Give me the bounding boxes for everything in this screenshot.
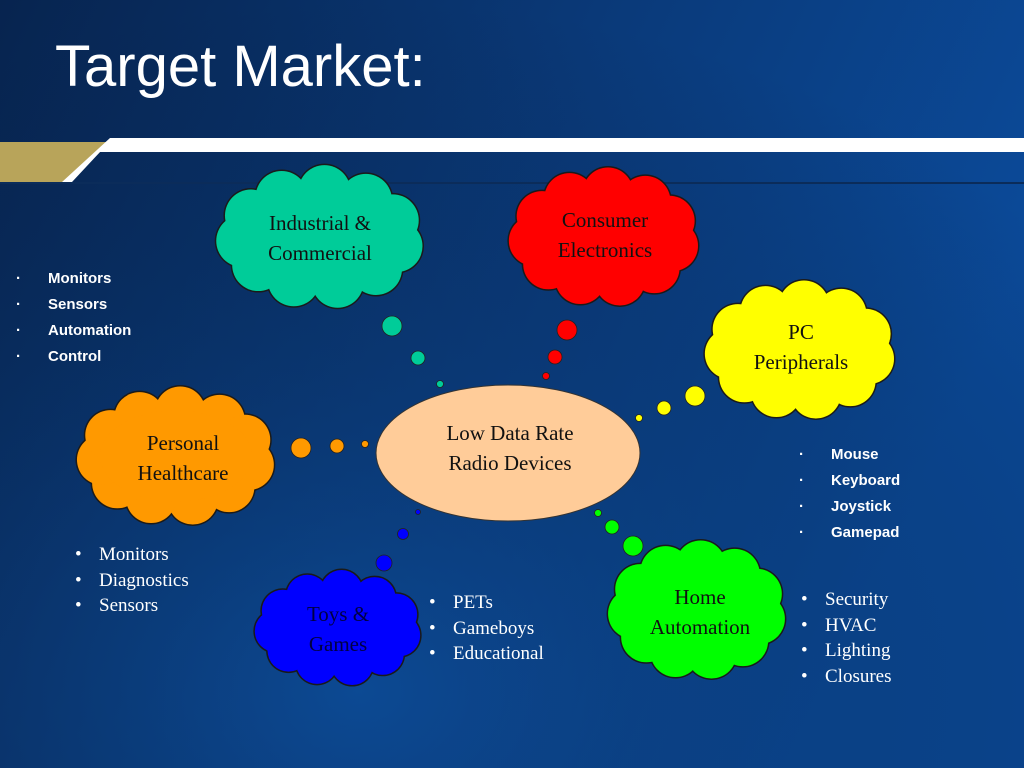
list-item: Gameboys — [423, 616, 544, 642]
list-item: Mouse — [799, 442, 900, 468]
connector-dot-pc — [656, 400, 672, 416]
list-item: Sensors — [16, 292, 131, 318]
connector-dot-consumer — [547, 349, 563, 365]
cloud-bubble-toys — [253, 568, 422, 687]
connector-dot-industrial — [381, 315, 403, 337]
list-healthcare: Monitors Diagnostics Sensors — [69, 542, 189, 619]
header-stripe-white — [62, 138, 1024, 182]
list-industrial: Monitors Sensors Automation Control — [16, 266, 131, 370]
bubble-label-industrial: Industrial &Commercial — [268, 211, 372, 265]
list-item: Monitors — [69, 542, 189, 568]
connector-dot-toys — [397, 528, 409, 540]
cloud-bubble-industrial — [214, 163, 424, 310]
list-item: Control — [16, 344, 131, 370]
connector-dot-industrial — [436, 380, 444, 388]
list-home: Security HVAC Lighting Closures — [795, 587, 892, 689]
list-item: Security — [795, 587, 892, 613]
connector-dot-industrial — [410, 350, 426, 366]
connector-dot-home — [622, 535, 644, 557]
cloud-bubble-healthcare — [75, 384, 276, 526]
list-item: Lighting — [795, 638, 892, 664]
list-item: Monitors — [16, 266, 131, 292]
connector-dot-consumer — [556, 319, 578, 341]
list-pc: Mouse Keyboard Joystick Gamepad — [799, 442, 900, 546]
connector-dot-toys — [415, 509, 421, 515]
list-item: Closures — [795, 664, 892, 690]
connector-dot-healthcare — [329, 438, 345, 454]
slide-title: Target Market: — [55, 34, 426, 99]
cloud-bubble-home — [606, 538, 787, 680]
list-item: Automation — [16, 318, 131, 344]
list-item: Joystick — [799, 494, 900, 520]
list-item: Educational — [423, 641, 544, 667]
connector-dot-consumer — [542, 372, 550, 380]
connector-dot-toys — [375, 554, 393, 572]
center-ellipse — [375, 384, 641, 522]
connector-dot-home — [604, 519, 620, 535]
list-item: Sensors — [69, 593, 189, 619]
list-item: Keyboard — [799, 468, 900, 494]
list-toys: PETs Gameboys Educational — [423, 590, 544, 667]
list-item: Diagnostics — [69, 568, 189, 594]
list-item: HVAC — [795, 613, 892, 639]
bubble-label-toys: Toys &Games — [306, 602, 370, 656]
connector-dot-home — [594, 509, 602, 517]
header-stripe-gold — [0, 142, 110, 182]
cloud-bubble-pc — [703, 278, 896, 420]
connector-dot-pc — [684, 385, 706, 407]
list-item: PETs — [423, 590, 544, 616]
connector-dot-healthcare — [290, 437, 312, 459]
connector-dot-healthcare — [361, 440, 369, 448]
list-item: Gamepad — [799, 520, 900, 546]
connector-dot-pc — [635, 414, 643, 422]
cloud-bubble-consumer — [507, 165, 700, 307]
